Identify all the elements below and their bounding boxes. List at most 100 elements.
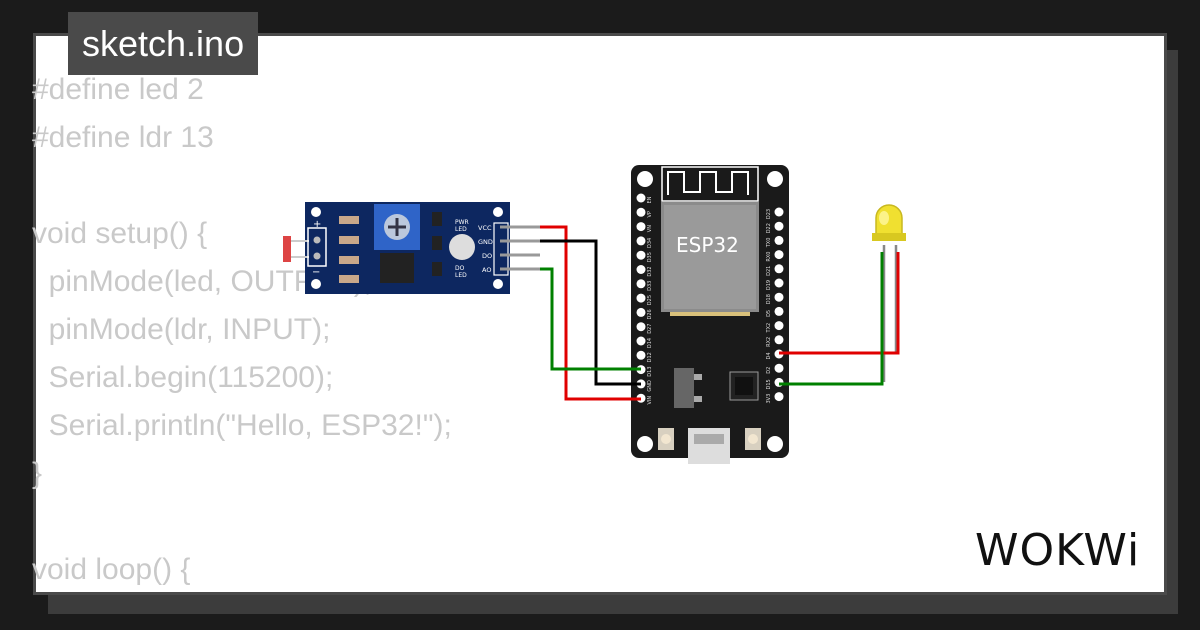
svg-text:DO: DO: [482, 252, 492, 260]
pin-label: D5: [766, 310, 772, 317]
header-pin[interactable]: [774, 207, 784, 217]
pin-label: VP: [647, 211, 653, 217]
code-line: Serial.begin(115200);: [32, 361, 334, 394]
mount-hole: [311, 279, 321, 289]
resistor: [339, 236, 359, 244]
ldr-module[interactable]: + − PWR LED DO LED VCC GND DO AO: [283, 202, 540, 294]
pin-label: D34: [647, 238, 653, 248]
pin-label: D15: [766, 379, 772, 389]
pin-label: D25: [647, 295, 653, 305]
pin-label: D22: [766, 223, 772, 233]
code-line: pinMode(led, OUTPUT);: [32, 265, 373, 298]
header-pin[interactable]: [636, 207, 646, 217]
header-pin[interactable]: [774, 278, 784, 288]
header-pin[interactable]: [636, 222, 646, 232]
pin-label: D4: [766, 352, 772, 359]
pin-label: D18: [766, 294, 772, 304]
svg-text:LED: LED: [455, 226, 467, 233]
pin-label: TX2: [766, 323, 772, 334]
header-pin[interactable]: [774, 321, 784, 331]
header-pin[interactable]: [636, 265, 646, 274]
sensor-connector: [307, 227, 327, 267]
pin-label: GND: [647, 380, 653, 392]
comparator-chip: [380, 253, 414, 283]
pin-label: RX0: [766, 252, 772, 262]
pin-label: D14: [647, 338, 653, 348]
header-pin[interactable]: [774, 392, 784, 402]
esp32-board[interactable]: ESP32 ENVPVND34D35D32D33D25D26D27D14D12D…: [631, 165, 789, 464]
header-pin[interactable]: [636, 293, 646, 303]
esp32-label: ESP32: [676, 233, 739, 257]
code-line: void loop() {: [32, 553, 191, 586]
header-pin[interactable]: [774, 306, 784, 316]
header-pin[interactable]: [774, 292, 784, 302]
code-line: Serial.println("Hello, ESP32!");: [32, 409, 452, 442]
wokwi-logo: WOKWi: [975, 525, 1141, 576]
led-yellow[interactable]: [872, 204, 906, 382]
pin-label: D33: [647, 281, 653, 291]
code-line: #define led 2: [32, 73, 204, 106]
pin-label: D13: [647, 366, 653, 376]
mount-hole: [637, 436, 653, 452]
header-pin[interactable]: [774, 264, 784, 274]
header-pin[interactable]: [636, 236, 646, 246]
pin-label: RX2: [766, 337, 772, 347]
pin-label: D27: [647, 324, 653, 334]
mount-hole: [637, 171, 653, 187]
header-pin[interactable]: [636, 336, 646, 346]
pin-label: VN: [647, 225, 653, 232]
code-editor[interactable]: #define led 2 #define ldr 13 void setup() …: [32, 66, 452, 594]
header-pin[interactable]: [774, 377, 784, 387]
header-pin[interactable]: [774, 221, 784, 231]
pin-label: D2: [766, 367, 772, 374]
pin-label: D32: [647, 266, 653, 276]
code-line: }: [32, 457, 43, 490]
preview-panel: [33, 33, 1167, 595]
pin-label: D26: [647, 309, 653, 319]
pin-label: VIN: [647, 396, 653, 405]
svg-text:PWR: PWR: [455, 219, 469, 226]
photoresistor-icon: [283, 236, 291, 262]
pin-label: D19: [766, 280, 772, 290]
mount-hole: [767, 436, 783, 452]
header-pin[interactable]: [774, 363, 784, 373]
voltage-regulator: [674, 368, 694, 408]
header-pin[interactable]: [636, 193, 646, 203]
header-pin[interactable]: [636, 350, 646, 360]
resistor: [339, 256, 359, 264]
resistor: [339, 275, 359, 283]
file-name-tab[interactable]: sketch.ino: [68, 12, 259, 75]
plus-label: +: [313, 219, 321, 230]
header-pin[interactable]: [636, 322, 646, 332]
svg-text:DO: DO: [455, 265, 465, 272]
pin-label: 3V3: [766, 394, 772, 404]
pin-label: TX0: [766, 238, 772, 249]
svg-text:VCC: VCC: [478, 224, 492, 232]
wires: [540, 225, 900, 401]
mount-hole: [493, 207, 503, 217]
header-pin[interactable]: [636, 279, 646, 289]
resistor: [339, 216, 359, 224]
pin-label: D21: [766, 266, 772, 276]
mount-hole: [493, 279, 503, 289]
usb-port: [688, 428, 730, 464]
pin-label: D12: [647, 352, 653, 362]
header-pin[interactable]: [774, 335, 784, 345]
code-line: void setup() {: [32, 217, 208, 250]
header-pin[interactable]: [636, 250, 646, 260]
header-pin[interactable]: [774, 235, 784, 245]
header-pin[interactable]: [636, 307, 646, 317]
pin-label: D35: [647, 252, 653, 262]
minus-label: −: [312, 267, 320, 278]
code-line: #define ldr 13: [32, 121, 214, 154]
antenna-trace: [667, 171, 749, 195]
svg-text:AO: AO: [482, 266, 491, 274]
mount-hole: [767, 171, 783, 187]
svg-text:GND: GND: [478, 238, 493, 246]
header-pin[interactable]: [774, 250, 784, 260]
pwr-led-icon: [449, 234, 475, 260]
svg-text:LED: LED: [455, 272, 467, 279]
pin-label: D23: [766, 209, 772, 219]
